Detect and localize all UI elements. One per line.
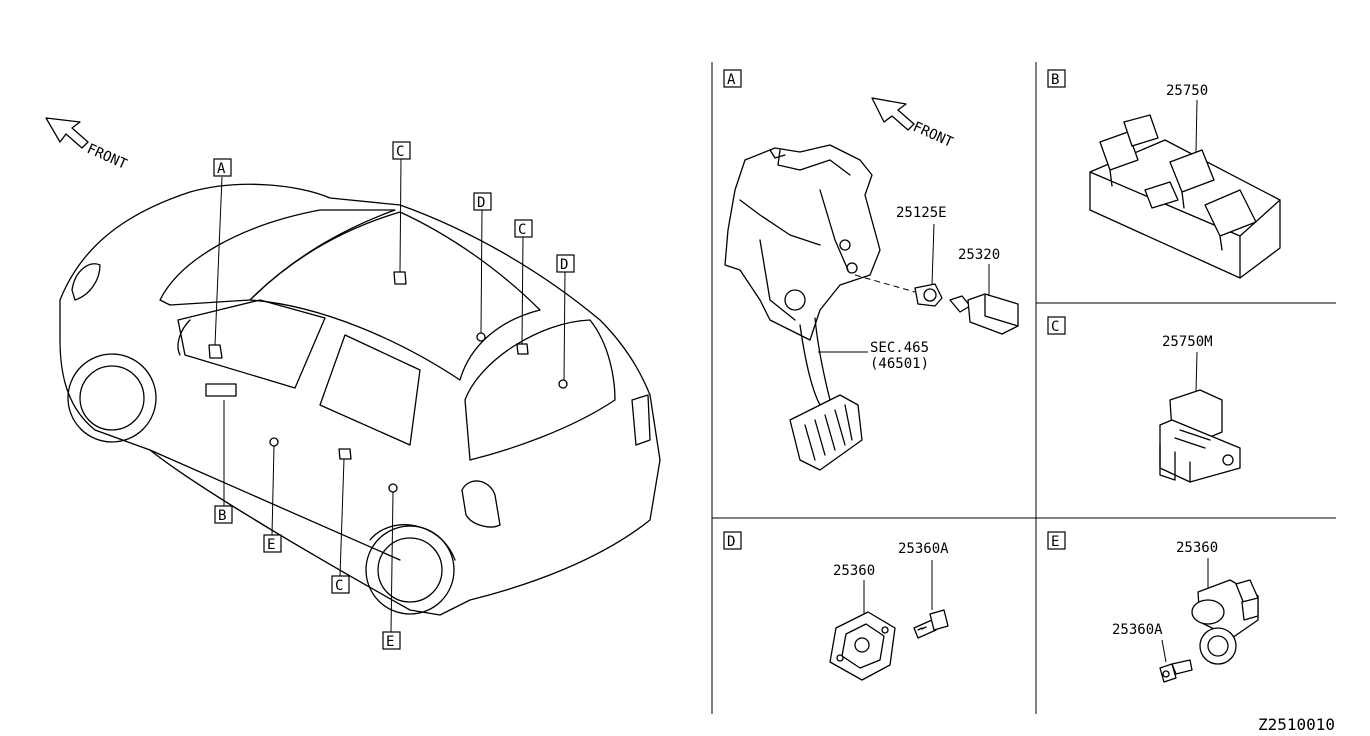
callout-c-2: C <box>514 219 533 238</box>
svg-text:D: D <box>560 257 568 273</box>
panel-d: D 25360 25360A <box>723 531 949 681</box>
part-25360-e: 25360 <box>1176 540 1218 556</box>
callout-b: B <box>214 505 233 524</box>
clip-25125e-icon <box>914 283 943 307</box>
door-switch-25360-icon <box>829 611 896 681</box>
part-25320: 25320 <box>958 247 1000 263</box>
power-window-master-switch-icon <box>1089 114 1281 279</box>
callout-c-roof: C <box>392 141 411 160</box>
power-window-sub-switch-icon <box>1159 389 1241 483</box>
roof-switch-c-icon <box>393 271 407 285</box>
bolt-25360a-d-icon <box>913 609 949 639</box>
svg-text:D: D <box>477 195 485 211</box>
bolt-25360a-e-icon <box>1159 659 1193 683</box>
vehicle-body <box>59 183 661 616</box>
part-25360-d: 25360 <box>833 563 875 579</box>
callout-leaders <box>214 158 566 633</box>
svg-text:A: A <box>217 161 226 177</box>
callout-e-1: E <box>263 534 282 553</box>
brake-pedal-icon <box>789 317 863 471</box>
door-switch-e2-icon <box>388 483 398 493</box>
panel-a-front-arrow-icon: FRONT <box>871 97 956 151</box>
panel-grid <box>711 62 1336 714</box>
svg-text:C: C <box>335 578 343 594</box>
sec-46501: (46501) <box>870 356 929 372</box>
svg-text:C: C <box>396 144 404 160</box>
callout-e-2: E <box>382 631 401 650</box>
part-25750: 25750 <box>1166 83 1208 99</box>
stop-lamp-switch-25320-icon <box>949 293 1019 335</box>
svg-text:C: C <box>518 222 526 238</box>
panel-a: A FRONT <box>723 69 1019 471</box>
pedal-bracket-icon <box>724 144 881 341</box>
door-switch-d2-icon <box>558 379 568 389</box>
window-switch-icon <box>205 383 237 397</box>
stop-lamp-switch-icon <box>208 344 223 359</box>
part-25750m: 25750M <box>1162 334 1213 350</box>
callout-d-2: D <box>556 254 575 273</box>
part-25125e: 25125E <box>896 205 947 221</box>
panel-e: E 25360 25360A <box>1047 531 1259 683</box>
panel-c: C 25750M <box>1047 316 1241 483</box>
part-25360a-d: 25360A <box>898 541 949 557</box>
callout-d-1: D <box>473 192 492 211</box>
panel-b-label: B <box>1051 72 1059 88</box>
panel-d-label: D <box>727 534 735 550</box>
door-switch-e1-icon <box>269 437 279 447</box>
svg-text:E: E <box>267 537 275 553</box>
panel-e-label: E <box>1051 534 1059 550</box>
callout-a: A <box>213 158 232 177</box>
front-arrow-icon: FRONT <box>45 117 130 173</box>
panel-c-label: C <box>1051 319 1059 335</box>
front-label: FRONT <box>84 141 130 173</box>
svg-text:B: B <box>218 508 226 524</box>
panel-a-label: A <box>727 72 736 88</box>
door-switch-25360-e-icon <box>1191 579 1259 665</box>
door-switch-c3-icon <box>338 448 352 460</box>
door-switch-c2-icon <box>516 343 529 355</box>
figure-id: Z2510010 <box>1258 715 1335 734</box>
panel-a-front-label: FRONT <box>910 119 956 151</box>
svg-text:E: E <box>386 634 394 650</box>
sec-465: SEC.465 <box>870 340 929 356</box>
door-switch-d1-icon <box>476 332 486 342</box>
callout-c-3: C <box>331 575 350 594</box>
panel-b: B 25750 <box>1047 69 1281 279</box>
part-25360a-e: 25360A <box>1112 622 1163 638</box>
